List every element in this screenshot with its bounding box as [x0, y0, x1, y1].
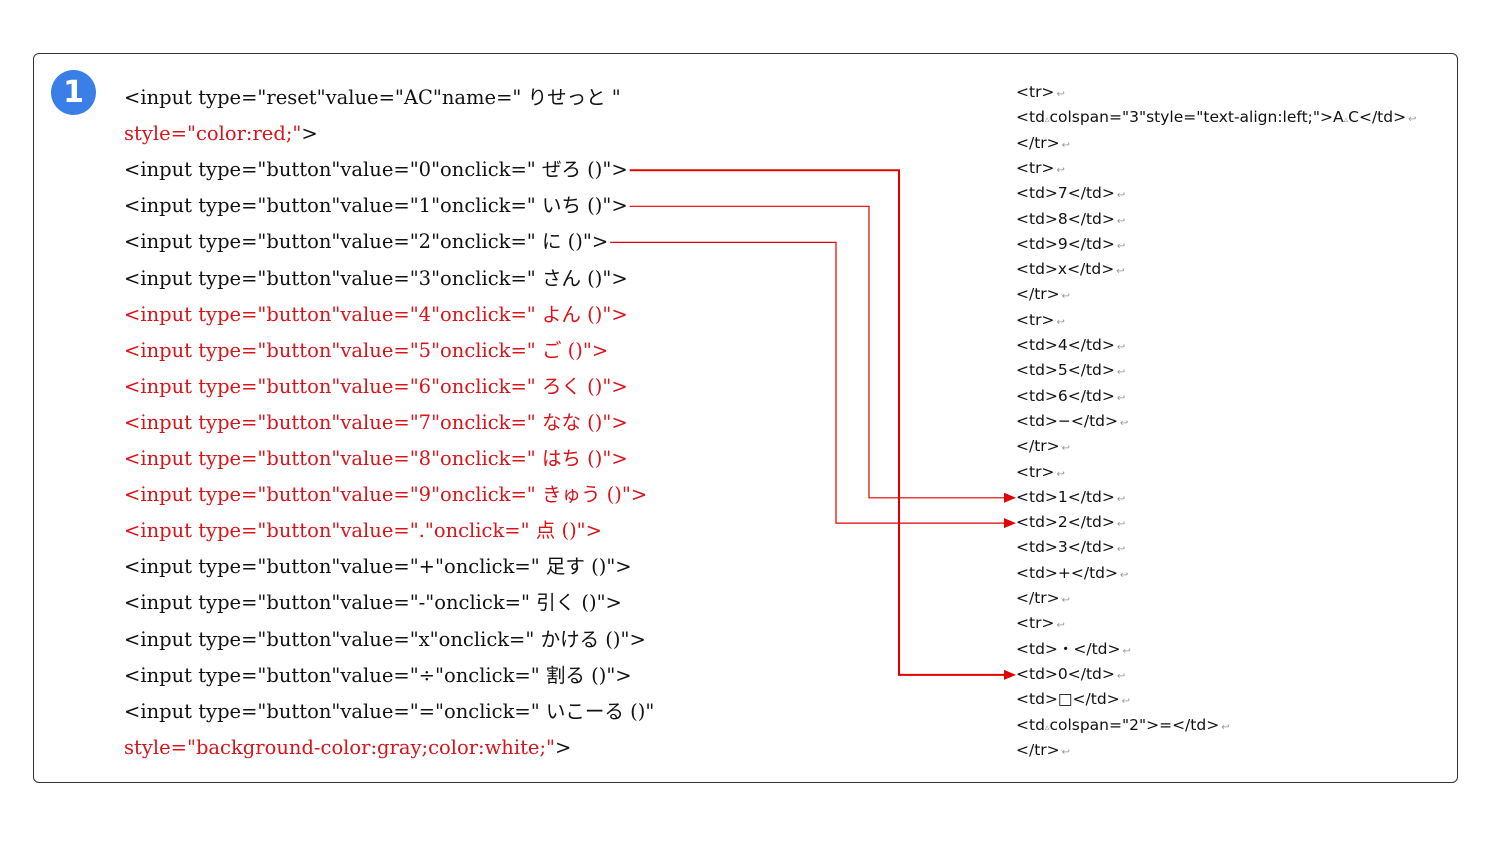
table-code-line-0: <tr>↩	[1016, 83, 1065, 101]
return-marker-icon: ↩	[1116, 215, 1126, 227]
connector-line-0	[629, 169, 1006, 676]
table-code-line-7: <td>x</td>↩	[1016, 260, 1125, 279]
return-marker-icon: ↩	[1056, 468, 1065, 480]
return-marker-icon: ↩	[1116, 240, 1126, 252]
table-code-line-11: <td>5</td>↩	[1016, 361, 1126, 380]
return-marker-icon: ↩	[1056, 164, 1065, 176]
code-line-18: style="background-color:gray;color:white…	[124, 735, 572, 759]
code-line-1: style="color:red;">	[124, 122, 318, 146]
return-marker-icon: ↩	[1116, 670, 1126, 682]
table-code-line-18: <td>3</td>↩	[1016, 538, 1126, 557]
arrow-head-icon	[1004, 518, 1016, 529]
arrow-head-icon	[1004, 492, 1016, 503]
code-line-15: <input type="button"value="x"onclick=" か…	[124, 627, 646, 651]
table-code-line-3: <tr>↩	[1016, 158, 1065, 177]
return-marker-icon: ↩	[1221, 721, 1230, 733]
return-marker-icon: ↩	[1116, 342, 1126, 353]
code-line-7: <input type="button"value="5"onclick=" ご…	[124, 338, 609, 362]
return-marker-icon: ↩	[1061, 139, 1071, 151]
arrow-head-icon	[1004, 669, 1016, 680]
return-marker-icon: ↩	[1120, 569, 1129, 581]
table-code-line-14: </tr>↩	[1016, 437, 1071, 456]
code-line-4: <input type="button"value="2"onclick=" に…	[124, 230, 609, 254]
code-line-10: <input type="button"value="8"onclick=" は…	[124, 447, 628, 470]
code-line-9: <input type="button"value="7"onclick=" な…	[124, 410, 628, 434]
table-code-line-23: <td>0</td>↩	[1016, 664, 1126, 683]
table-code-line-15: <tr>↩	[1016, 462, 1065, 481]
return-marker-icon: ↩	[1056, 89, 1065, 100]
return-marker-icon: ↩	[1116, 367, 1126, 379]
table-code-line-21: <tr>↩	[1016, 614, 1065, 633]
return-marker-icon: ↩	[1061, 595, 1071, 606]
code-line-13: <input type="button"value="+"onclick=" 足…	[124, 555, 632, 579]
space-marker-icon: ▵	[1044, 115, 1050, 126]
return-marker-icon: ↩	[1056, 620, 1065, 632]
connector-line-1	[629, 205, 1006, 499]
code-line-8: <input type="button"value="6"onclick=" ろ…	[124, 374, 628, 398]
code-line-6: <input type="button"value="4"onclick=" よ…	[124, 302, 628, 326]
return-marker-icon: ↩	[1116, 266, 1125, 278]
table-code-line-2: </tr>↩	[1016, 133, 1071, 152]
table-code-line-10: <td>4</td>↩	[1016, 336, 1126, 354]
table-code-line-22: <td>・</td>↩	[1016, 639, 1131, 658]
space-marker-icon: ▵	[1044, 722, 1050, 733]
table-code-line-12: <td>6</td>↩	[1016, 386, 1126, 405]
return-marker-icon: ↩	[1061, 291, 1071, 303]
return-marker-icon: ↩	[1120, 417, 1129, 429]
code-line-16: <input type="button"value="÷"onclick=" 割…	[124, 663, 632, 687]
return-marker-icon: ↩	[1408, 114, 1417, 126]
table-code-line-26: </tr>↩	[1016, 740, 1071, 759]
code-line-17: <input type="button"value="="onclick=" い…	[124, 699, 655, 723]
table-code-line-13: <td>−</td>↩	[1016, 411, 1129, 430]
code-line-0: <input type="reset"value="AC"name=" りせっと…	[124, 86, 621, 109]
return-marker-icon: ↩	[1116, 392, 1126, 404]
code-line-5: <input type="button"value="3"onclick=" さ…	[124, 266, 628, 290]
return-marker-icon: ↩	[1116, 519, 1126, 531]
table-code-line-24: <td>□</td>↩	[1016, 690, 1131, 709]
table-code-line-4: <td>7</td>↩	[1016, 184, 1126, 203]
table-code-line-1: <td▵colspan="3"style="text-align:left;">…	[1016, 108, 1417, 127]
table-code-line-8: </tr>↩	[1016, 285, 1071, 304]
return-marker-icon: ↩	[1116, 493, 1126, 505]
step-number-badge: 1	[51, 70, 96, 115]
connector-line-2	[610, 241, 1006, 524]
return-marker-icon: ↩	[1061, 746, 1071, 758]
table-code-line-19: <td>+</td>↩	[1016, 563, 1129, 582]
code-line-11: <input type="button"value="9"onclick=" き…	[124, 483, 648, 507]
return-marker-icon: ↩	[1122, 645, 1131, 657]
code-line-3: <input type="button"value="1"onclick=" い…	[124, 194, 628, 218]
code-line-14: <input type="button"value="-"onclick=" 引…	[124, 591, 622, 615]
table-code-line-5: <td>8</td>↩	[1016, 209, 1126, 228]
space-marker-icon: ▵	[1343, 115, 1349, 126]
return-marker-icon: ↩	[1116, 544, 1126, 556]
table-code-line-17: <td>2</td>↩	[1016, 513, 1126, 532]
table-code-line-20: </tr>↩	[1016, 589, 1071, 607]
code-line-12: <input type="button"value="."onclick=" 点…	[124, 519, 602, 543]
table-code-line-9: <tr>↩	[1016, 310, 1065, 329]
code-frame	[33, 53, 1458, 783]
table-code-line-16: <td>1</td>↩	[1016, 487, 1126, 506]
code-line-2: <input type="button"value="0"onclick=" ぜ…	[124, 158, 628, 182]
table-code-line-25: <td▵colspan="2">=</td>↩	[1016, 715, 1230, 734]
return-marker-icon: ↩	[1116, 190, 1126, 202]
table-code-line-6: <td>9</td>↩	[1016, 234, 1126, 253]
return-marker-icon: ↩	[1056, 316, 1065, 328]
return-marker-icon: ↩	[1121, 696, 1131, 708]
return-marker-icon: ↩	[1061, 443, 1071, 455]
